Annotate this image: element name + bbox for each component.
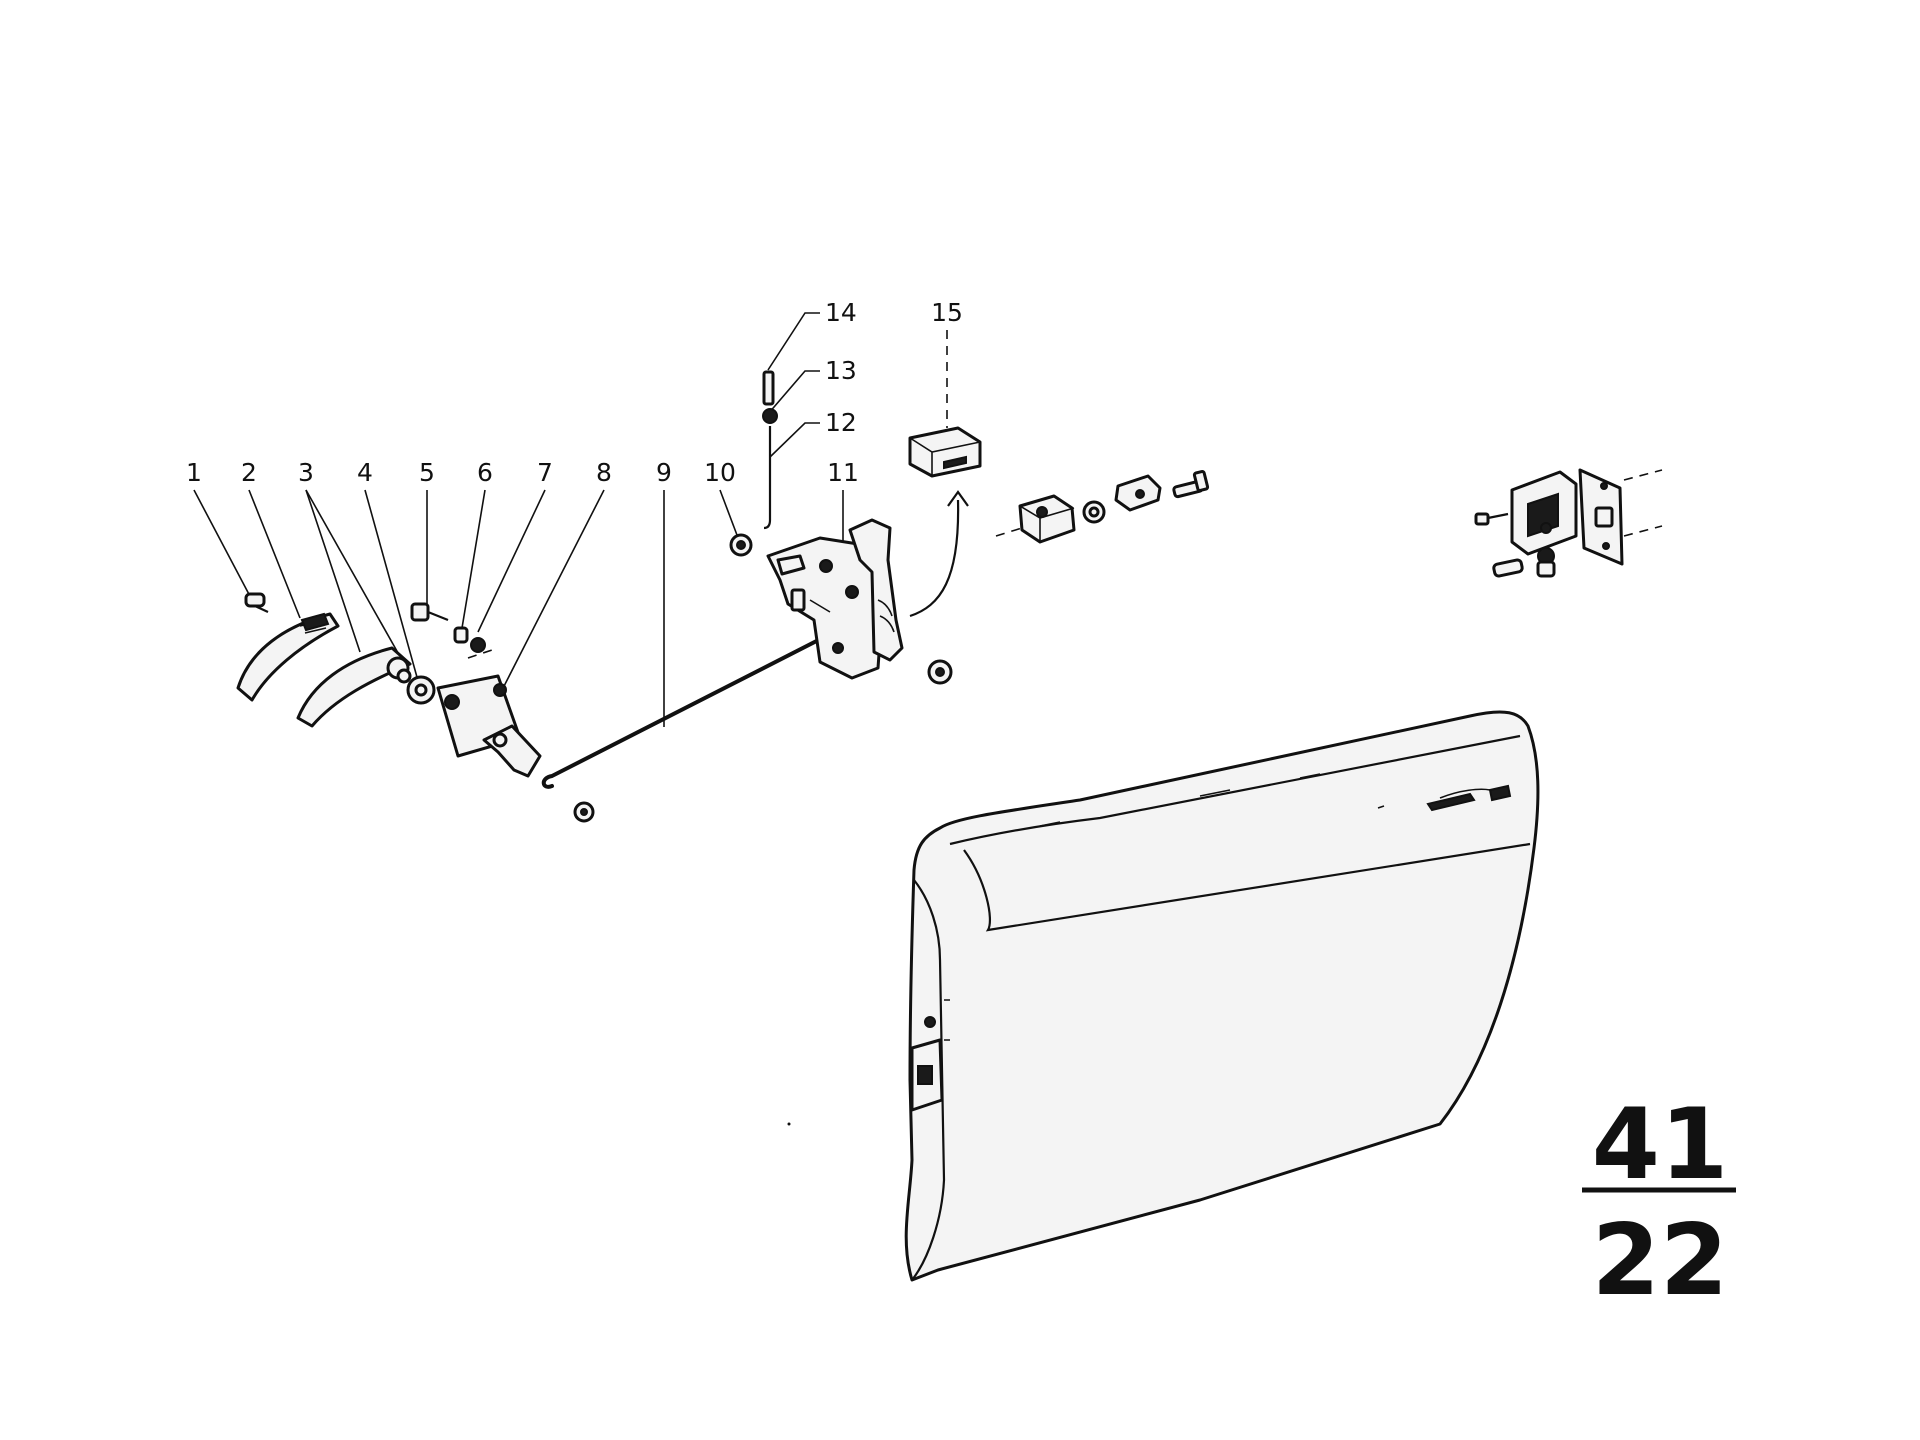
- callout-1[interactable]: 1: [186, 458, 202, 487]
- callout-7[interactable]: 7: [537, 458, 553, 487]
- connecting-rod-part-9[interactable]: [541, 625, 855, 789]
- bushing[interactable]: [1082, 500, 1106, 524]
- mechanism-plate-part-8[interactable]: [436, 649, 542, 778]
- callout-15[interactable]: 15: [931, 298, 963, 327]
- callout-4[interactable]: 4: [357, 458, 373, 487]
- callout-2[interactable]: 2: [241, 458, 257, 487]
- bolt-part-5[interactable]: [410, 602, 449, 622]
- callout-11[interactable]: 11: [827, 458, 859, 487]
- nut-part-10[interactable]: [729, 533, 753, 557]
- section-group-number: 41: [1592, 1088, 1728, 1202]
- screw-part-1[interactable]: [244, 592, 269, 613]
- nut-part-6[interactable]: [453, 626, 469, 644]
- lock-cover-part-15[interactable]: [908, 426, 982, 478]
- callout-8[interactable]: 8: [596, 458, 612, 487]
- door-lock-part-11[interactable]: [766, 518, 904, 680]
- lock-button-rod-part-12[interactable]: [763, 426, 772, 530]
- leader-lines: [193, 312, 948, 727]
- striker-plate[interactable]: [1510, 470, 1578, 556]
- bracket-washer[interactable]: [1114, 474, 1162, 512]
- grommet-part-13[interactable]: [762, 408, 778, 424]
- striker-bolt-lower[interactable]: [1492, 558, 1524, 578]
- striker-pin[interactable]: [1536, 547, 1556, 578]
- door-shell[interactable]: [904, 710, 1540, 1282]
- spring-part-14[interactable]: [762, 370, 775, 406]
- lock-nut[interactable]: [927, 659, 953, 685]
- section-page-number: 22: [1592, 1204, 1728, 1318]
- bushing-block[interactable]: [995, 494, 1076, 544]
- callout-13[interactable]: 13: [825, 356, 857, 385]
- callout-14[interactable]: 14: [825, 298, 857, 327]
- section-number: 41 22: [1582, 1088, 1736, 1318]
- grip-cover-part-2[interactable]: [236, 612, 340, 702]
- callout-10[interactable]: 10: [704, 458, 736, 487]
- nut-part-7[interactable]: [470, 637, 486, 653]
- callout-3[interactable]: 3: [298, 458, 314, 487]
- washer-part-4[interactable]: [406, 675, 436, 705]
- callout-12[interactable]: 12: [825, 408, 857, 437]
- inner-handle-part-3[interactable]: [296, 646, 412, 728]
- hinge-plate[interactable]: [1578, 468, 1663, 566]
- callout-9[interactable]: 9: [656, 458, 672, 487]
- striker-bolt[interactable]: [1172, 469, 1210, 499]
- striker-screw[interactable]: [1474, 512, 1509, 526]
- movement-arrow: [909, 490, 969, 618]
- clip-nut[interactable]: [573, 801, 595, 823]
- callout-5[interactable]: 5: [419, 458, 435, 487]
- stray-mark: [787, 1122, 791, 1126]
- callout-6[interactable]: 6: [477, 458, 493, 487]
